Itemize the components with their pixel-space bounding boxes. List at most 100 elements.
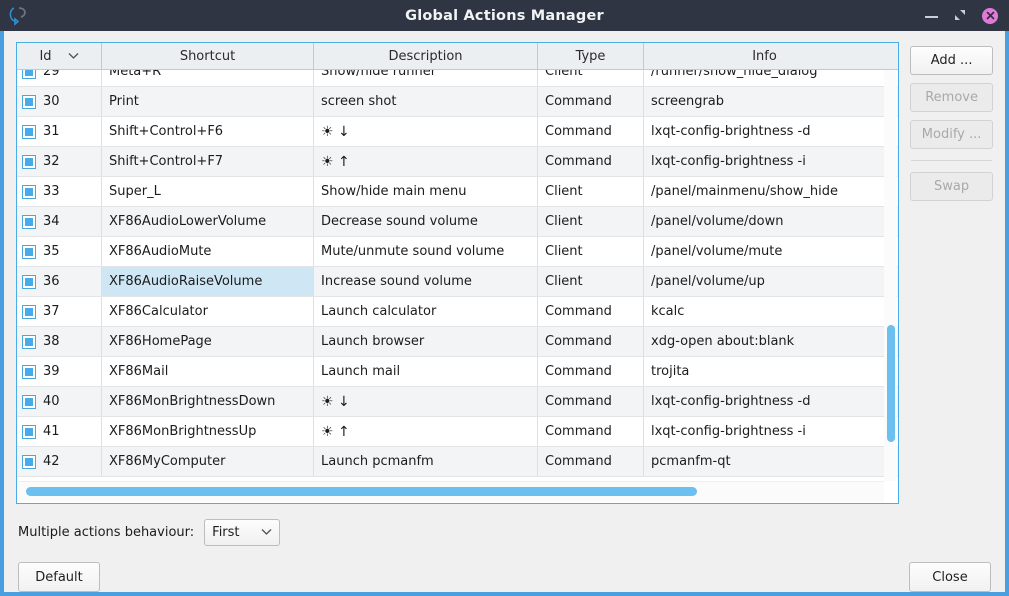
cell-info[interactable]: kcalc bbox=[644, 297, 885, 326]
cell-info[interactable]: lxqt-config-brightness -i bbox=[644, 417, 885, 446]
column-header-id[interactable]: Id bbox=[17, 43, 102, 69]
cell-description[interactable]: Launch browser bbox=[314, 327, 538, 356]
cell-type[interactable]: Command bbox=[538, 387, 644, 416]
cell-type[interactable]: Client bbox=[538, 237, 644, 266]
cell-id[interactable]: 40 bbox=[17, 387, 102, 416]
cell-info[interactable]: /panel/volume/mute bbox=[644, 237, 885, 266]
cell-description[interactable]: Launch mail bbox=[314, 357, 538, 386]
cell-info[interactable]: lxqt-config-brightness -i bbox=[644, 147, 885, 176]
cell-shortcut[interactable]: XF86AudioLowerVolume bbox=[102, 207, 314, 236]
cell-type[interactable]: Command bbox=[538, 117, 644, 146]
cell-shortcut[interactable]: XF86Mail bbox=[102, 357, 314, 386]
close-button[interactable]: Close bbox=[909, 562, 991, 592]
close-icon[interactable] bbox=[982, 7, 998, 24]
cell-info[interactable]: /panel/mainmenu/show_hide bbox=[644, 177, 885, 206]
cell-id[interactable]: 32 bbox=[17, 147, 102, 176]
cell-type[interactable]: Client bbox=[538, 267, 644, 296]
add-button[interactable]: Add ... bbox=[910, 46, 993, 75]
horizontal-scrollbar[interactable] bbox=[18, 481, 885, 502]
cell-description[interactable]: Mute/unmute sound volume bbox=[314, 237, 538, 266]
cell-id[interactable]: 33 bbox=[17, 177, 102, 206]
cell-info[interactable]: screengrab bbox=[644, 87, 885, 116]
cell-description[interactable]: Launch calculator bbox=[314, 297, 538, 326]
cell-id[interactable]: 36 bbox=[17, 267, 102, 296]
cell-type[interactable]: Client bbox=[538, 177, 644, 206]
cell-id[interactable]: 42 bbox=[17, 447, 102, 476]
cell-type[interactable]: Client bbox=[538, 207, 644, 236]
cell-type[interactable]: Command bbox=[538, 87, 644, 116]
column-header-description[interactable]: Description bbox=[314, 43, 538, 69]
cell-shortcut[interactable]: XF86MonBrightnessUp bbox=[102, 417, 314, 446]
cell-type[interactable]: Command bbox=[538, 417, 644, 446]
cell-description[interactable]: Decrease sound volume bbox=[314, 207, 538, 236]
cell-shortcut[interactable]: Super_L bbox=[102, 177, 314, 206]
cell-shortcut[interactable]: XF86MyComputer bbox=[102, 447, 314, 476]
horizontal-scrollbar-thumb[interactable] bbox=[26, 487, 698, 496]
cell-shortcut[interactable]: Print bbox=[102, 87, 314, 116]
behaviour-select[interactable]: First bbox=[204, 519, 281, 546]
cell-shortcut[interactable]: Shift+Control+F7 bbox=[102, 147, 314, 176]
cell-shortcut[interactable]: XF86AudioMute bbox=[102, 237, 314, 266]
cell-shortcut[interactable]: Shift+Control+F6 bbox=[102, 117, 314, 146]
cell-info[interactable]: lxqt-config-brightness -d bbox=[644, 387, 885, 416]
cell-type[interactable]: Command bbox=[538, 357, 644, 386]
column-header-type[interactable]: Type bbox=[538, 43, 644, 69]
cell-description[interactable]: Show/hide main menu bbox=[314, 177, 538, 206]
cell-type[interactable]: Command bbox=[538, 447, 644, 476]
cell-description[interactable]: ☀ ↓ bbox=[314, 387, 538, 416]
cell-id[interactable]: 41 bbox=[17, 417, 102, 446]
cell-info[interactable]: lxqt-config-brightness -d bbox=[644, 117, 885, 146]
cell-description[interactable]: screen shot bbox=[314, 87, 538, 116]
cell-id[interactable]: 38 bbox=[17, 327, 102, 356]
cell-info[interactable]: xdg-open about:blank bbox=[644, 327, 885, 356]
cell-description[interactable]: Show/hide runner bbox=[314, 70, 538, 86]
cell-shortcut[interactable]: Meta+R bbox=[102, 70, 314, 86]
cell-id[interactable]: 35 bbox=[17, 237, 102, 266]
cell-type[interactable]: Command bbox=[538, 327, 644, 356]
cell-id[interactable]: 30 bbox=[17, 87, 102, 116]
cell-info[interactable]: /panel/volume/up bbox=[644, 267, 885, 296]
cell-info[interactable]: /runner/show_hide_dialog bbox=[644, 70, 885, 86]
cell-description[interactable]: ☀ ↓ bbox=[314, 117, 538, 146]
cell-info[interactable]: /panel/volume/down bbox=[644, 207, 885, 236]
cell-shortcut[interactable]: XF86Calculator bbox=[102, 297, 314, 326]
cell-type[interactable]: Command bbox=[538, 147, 644, 176]
swap-button[interactable]: Swap bbox=[910, 172, 993, 201]
cell-description[interactable]: Launch pcmanfm bbox=[314, 447, 538, 476]
vertical-scrollbar-thumb[interactable] bbox=[887, 324, 896, 442]
cell-type[interactable]: Command bbox=[538, 297, 644, 326]
cell-id[interactable]: 39 bbox=[17, 357, 102, 386]
cell-id[interactable]: 29 bbox=[17, 70, 102, 86]
vertical-scrollbar[interactable] bbox=[884, 70, 898, 481]
cell-description[interactable]: ☀ ↑ bbox=[314, 147, 538, 176]
cell-description[interactable]: Increase sound volume bbox=[314, 267, 538, 296]
cell-info[interactable]: pcmanfm-qt bbox=[644, 447, 885, 476]
cell-id[interactable]: 34 bbox=[17, 207, 102, 236]
cell-description[interactable]: ☀ ↑ bbox=[314, 417, 538, 446]
cell-info[interactable]: trojita bbox=[644, 357, 885, 386]
modify-button[interactable]: Modify ... bbox=[910, 120, 993, 149]
maximize-icon[interactable] bbox=[953, 8, 968, 23]
cell-id[interactable]: 31 bbox=[17, 117, 102, 146]
cell-id[interactable]: 37 bbox=[17, 297, 102, 326]
column-header-shortcut[interactable]: Shortcut bbox=[102, 43, 314, 69]
minimize-icon[interactable] bbox=[924, 8, 939, 23]
remove-button[interactable]: Remove bbox=[910, 83, 993, 112]
cell-shortcut[interactable]: XF86AudioRaiseVolume bbox=[102, 267, 314, 296]
cell-type[interactable]: Client bbox=[538, 70, 644, 86]
cell-shortcut[interactable]: XF86HomePage bbox=[102, 327, 314, 356]
